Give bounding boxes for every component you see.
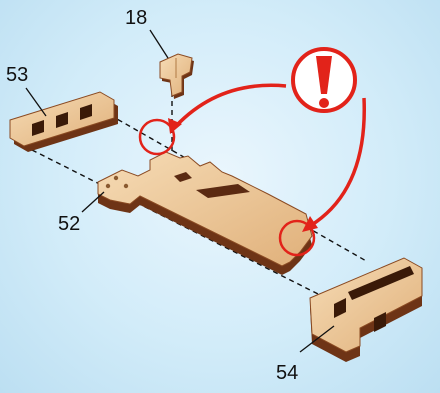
part-54 bbox=[310, 258, 422, 362]
part-label-54: 54 bbox=[276, 363, 298, 383]
part-label-52: 52 bbox=[58, 214, 80, 234]
part-52 bbox=[98, 152, 312, 275]
part-53 bbox=[10, 92, 118, 152]
part-label-53: 53 bbox=[6, 65, 28, 85]
part-label-18: 18 bbox=[125, 8, 147, 28]
exclamation-icon bbox=[293, 49, 355, 111]
part-18 bbox=[160, 54, 194, 99]
